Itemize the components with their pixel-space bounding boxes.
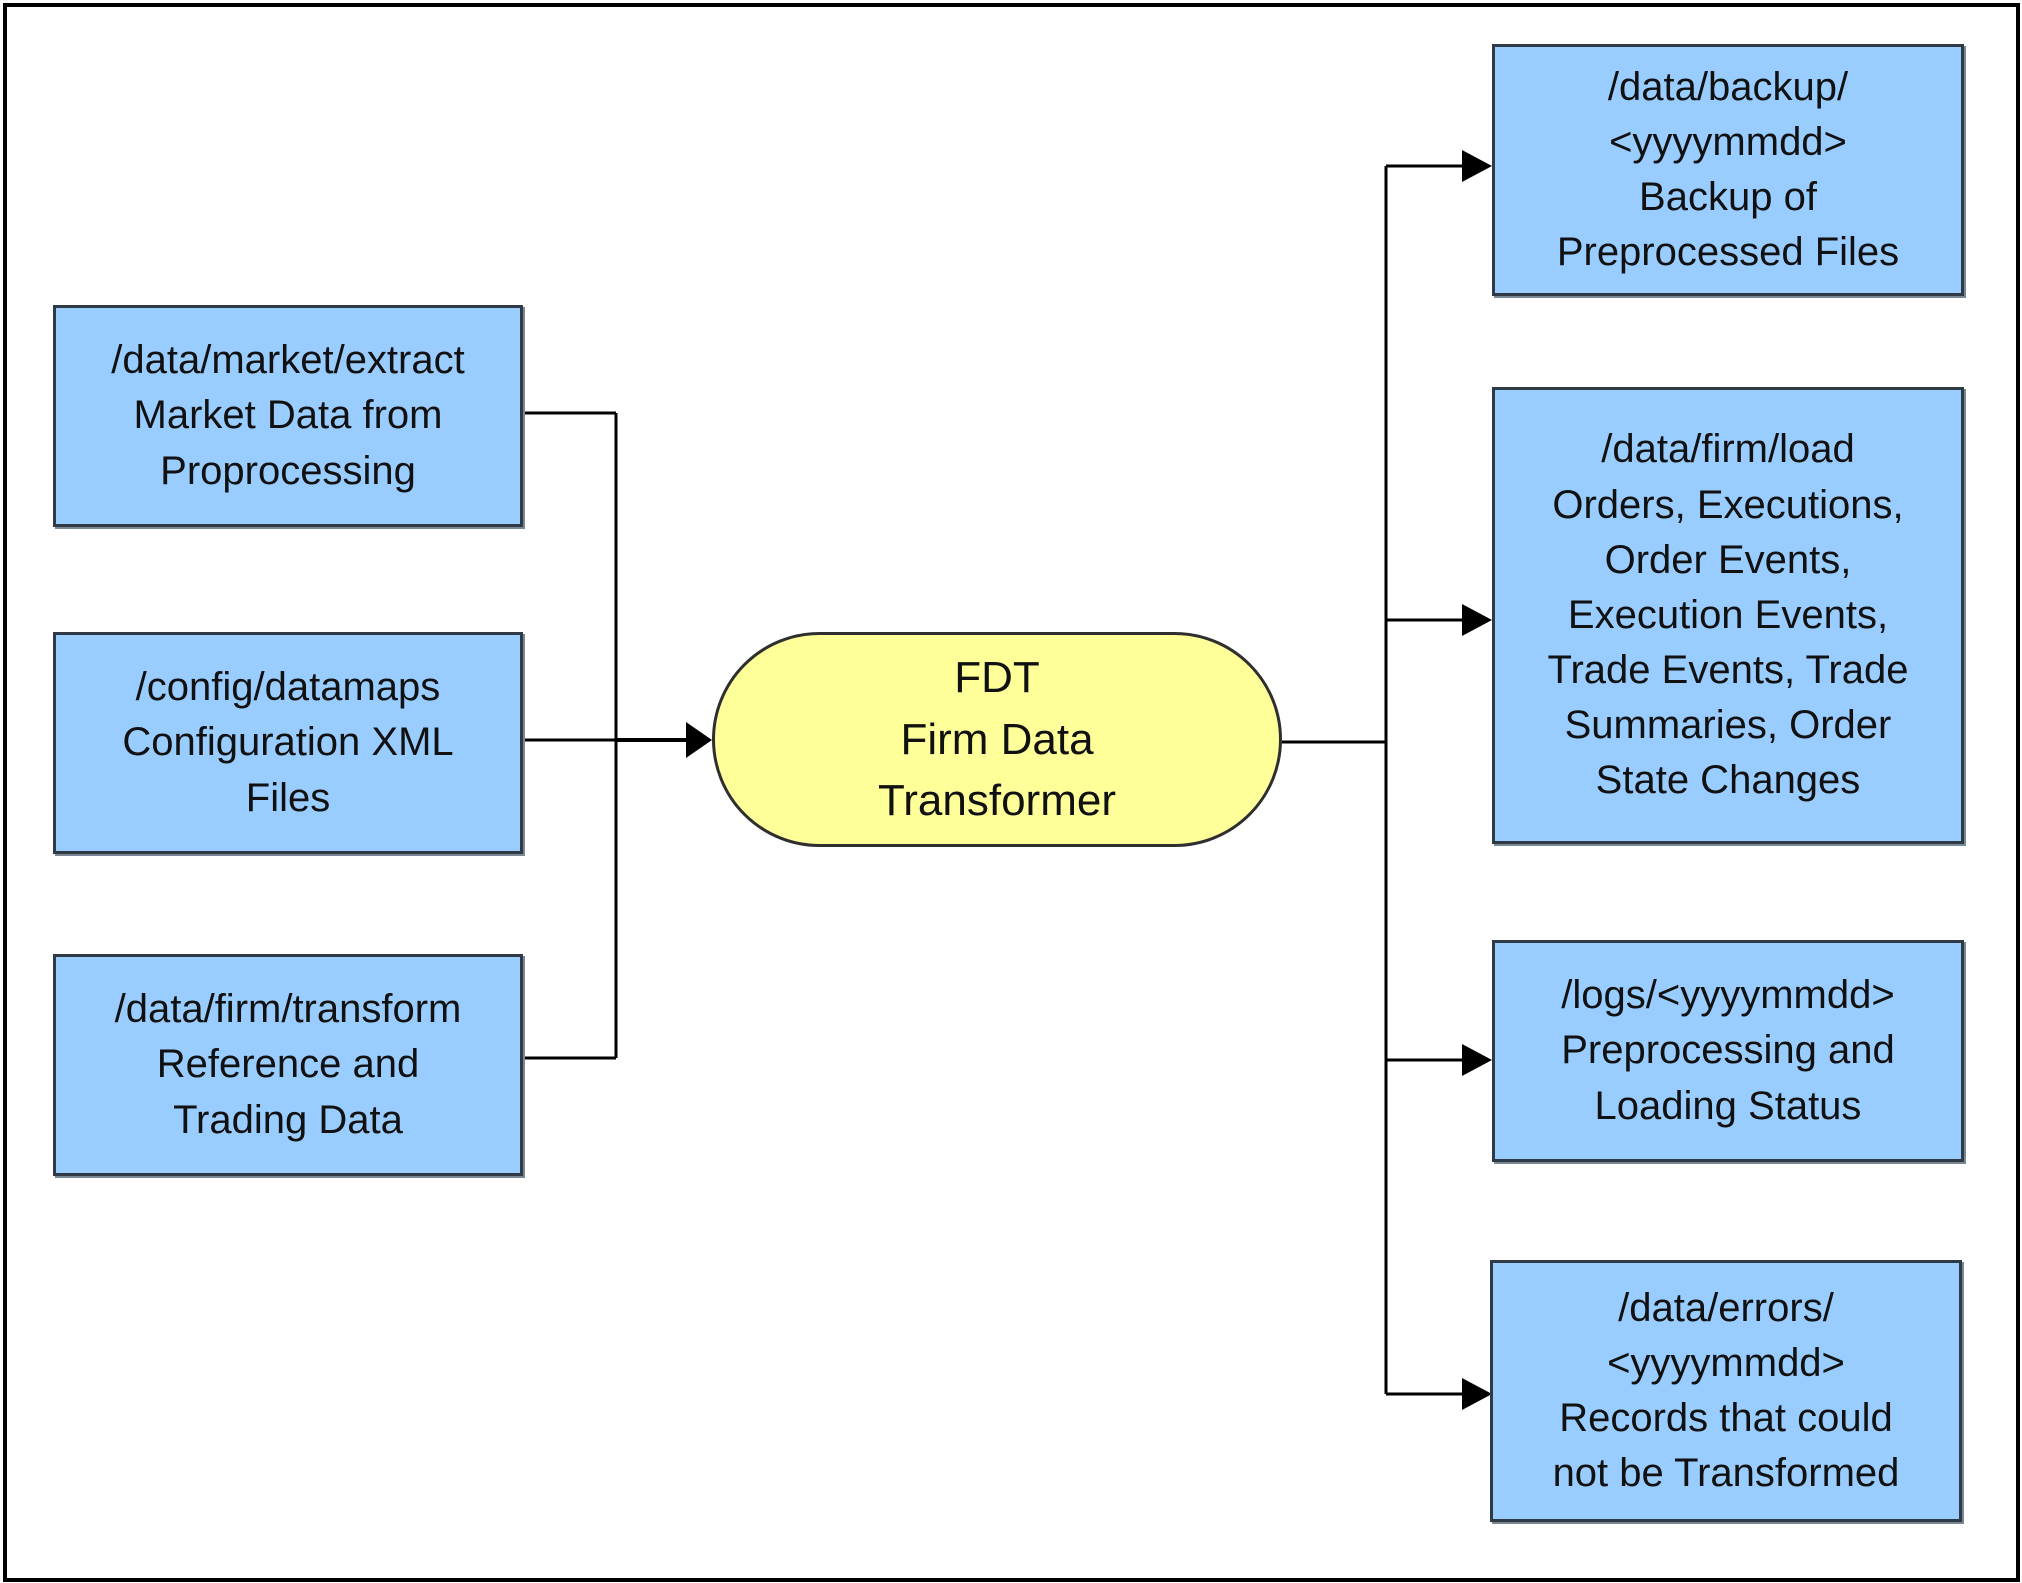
arrow-to-backup-head — [1462, 150, 1492, 182]
output-box-errors: /data/errors/ <yyyymmdd> Records that co… — [1490, 1260, 1962, 1522]
input-box-market-extract: /data/market/extract Market Data from Pr… — [53, 305, 523, 527]
output-box-logs-label: /logs/<yyyymmdd> Preprocessing and Loadi… — [1561, 973, 1895, 1128]
arrow-to-process-head — [686, 722, 712, 758]
output-box-firm-load: /data/firm/load Orders, Executions, Orde… — [1492, 387, 1964, 844]
output-box-backup-label: /data/backup/ <yyyymmdd> Backup of Prepr… — [1556, 64, 1900, 275]
arrow-to-errors-head — [1462, 1378, 1492, 1410]
arrow-to-logs-head — [1462, 1044, 1492, 1076]
input-box-market-extract-label: /data/market/extract Market Data from Pr… — [111, 338, 465, 493]
input-box-config-datamaps-label: /config/datamaps Configuration XML Files — [122, 665, 454, 820]
arrow-to-load-head — [1462, 604, 1492, 636]
output-connectors — [1282, 164, 1464, 1396]
output-box-firm-load-label: /data/firm/load Orders, Executions, Orde… — [1547, 427, 1909, 803]
output-box-errors-label: /data/errors/ <yyyymmdd> Records that co… — [1552, 1285, 1900, 1496]
process-fdt: FDT Firm Data Transformer — [712, 632, 1282, 847]
input-box-config-datamaps: /config/datamaps Configuration XML Files — [53, 632, 523, 854]
input-box-firm-transform: /data/firm/transform Reference and Tradi… — [53, 954, 523, 1176]
input-box-firm-transform-label: /data/firm/transform Reference and Tradi… — [114, 987, 462, 1142]
output-box-logs: /logs/<yyyymmdd> Preprocessing and Loadi… — [1492, 940, 1964, 1162]
output-box-backup: /data/backup/ <yyyymmdd> Backup of Prepr… — [1492, 44, 1964, 296]
process-fdt-label: FDT Firm Data Transformer — [878, 653, 1116, 826]
input-connectors — [522, 411, 618, 1060]
diagram-frame — [3, 3, 2020, 1582]
